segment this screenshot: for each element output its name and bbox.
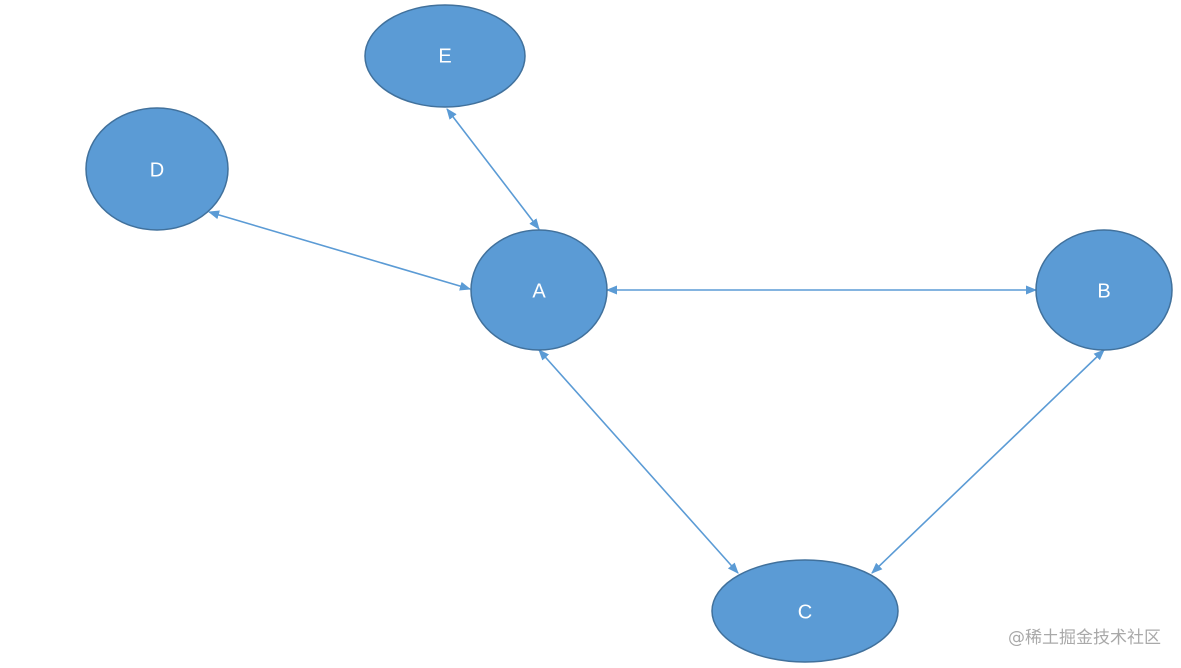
node-a-shape	[470, 229, 608, 351]
node-c: C	[711, 559, 899, 663]
node-e: E	[364, 4, 526, 108]
watermark-text: @稀土掘金技术社区	[1008, 628, 1161, 648]
node-c-shape	[711, 559, 899, 663]
edge-b-c	[871, 349, 1105, 574]
node-d-label: D	[150, 159, 164, 181]
node-a: A	[470, 229, 608, 351]
node-a-label: A	[532, 280, 546, 302]
edge-d-a	[207, 210, 472, 291]
nodes: E D A B C	[85, 4, 1173, 663]
node-c-label: C	[798, 601, 812, 623]
node-b: B	[1035, 229, 1173, 351]
edge-e-a	[446, 108, 540, 230]
node-b-shape	[1035, 229, 1173, 351]
node-e-label: E	[438, 45, 451, 67]
node-d-shape	[85, 107, 229, 231]
node-e-shape	[364, 4, 526, 108]
node-b-label: B	[1097, 280, 1110, 302]
node-d: D	[85, 107, 229, 231]
edge-a-c	[538, 349, 739, 574]
edges	[207, 108, 1105, 574]
